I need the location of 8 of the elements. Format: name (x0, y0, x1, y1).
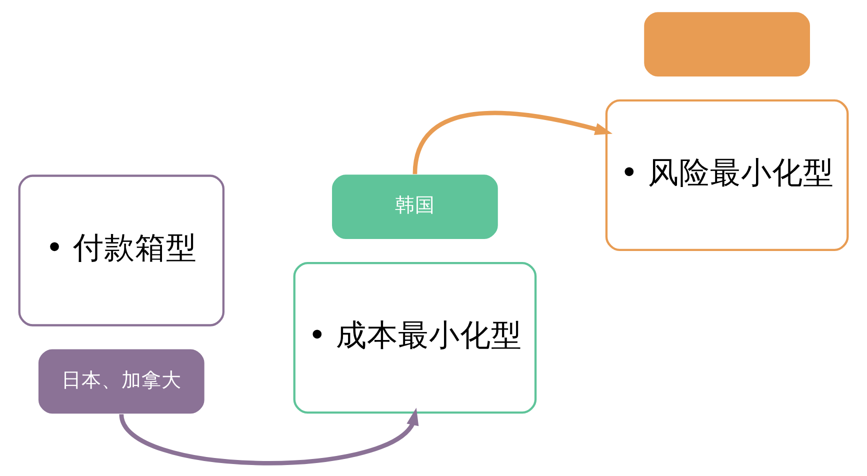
node-box (644, 12, 810, 76)
node-box: 日本、加拿大 (38, 349, 204, 414)
arrow (119, 408, 419, 466)
node-box: • 付款箱型 (18, 174, 225, 326)
node-box: • 风险最小化型 (605, 99, 849, 252)
arrow (412, 110, 613, 174)
node-box: • 成本最小化型 (293, 262, 537, 414)
node-box: 韩国 (332, 174, 498, 240)
